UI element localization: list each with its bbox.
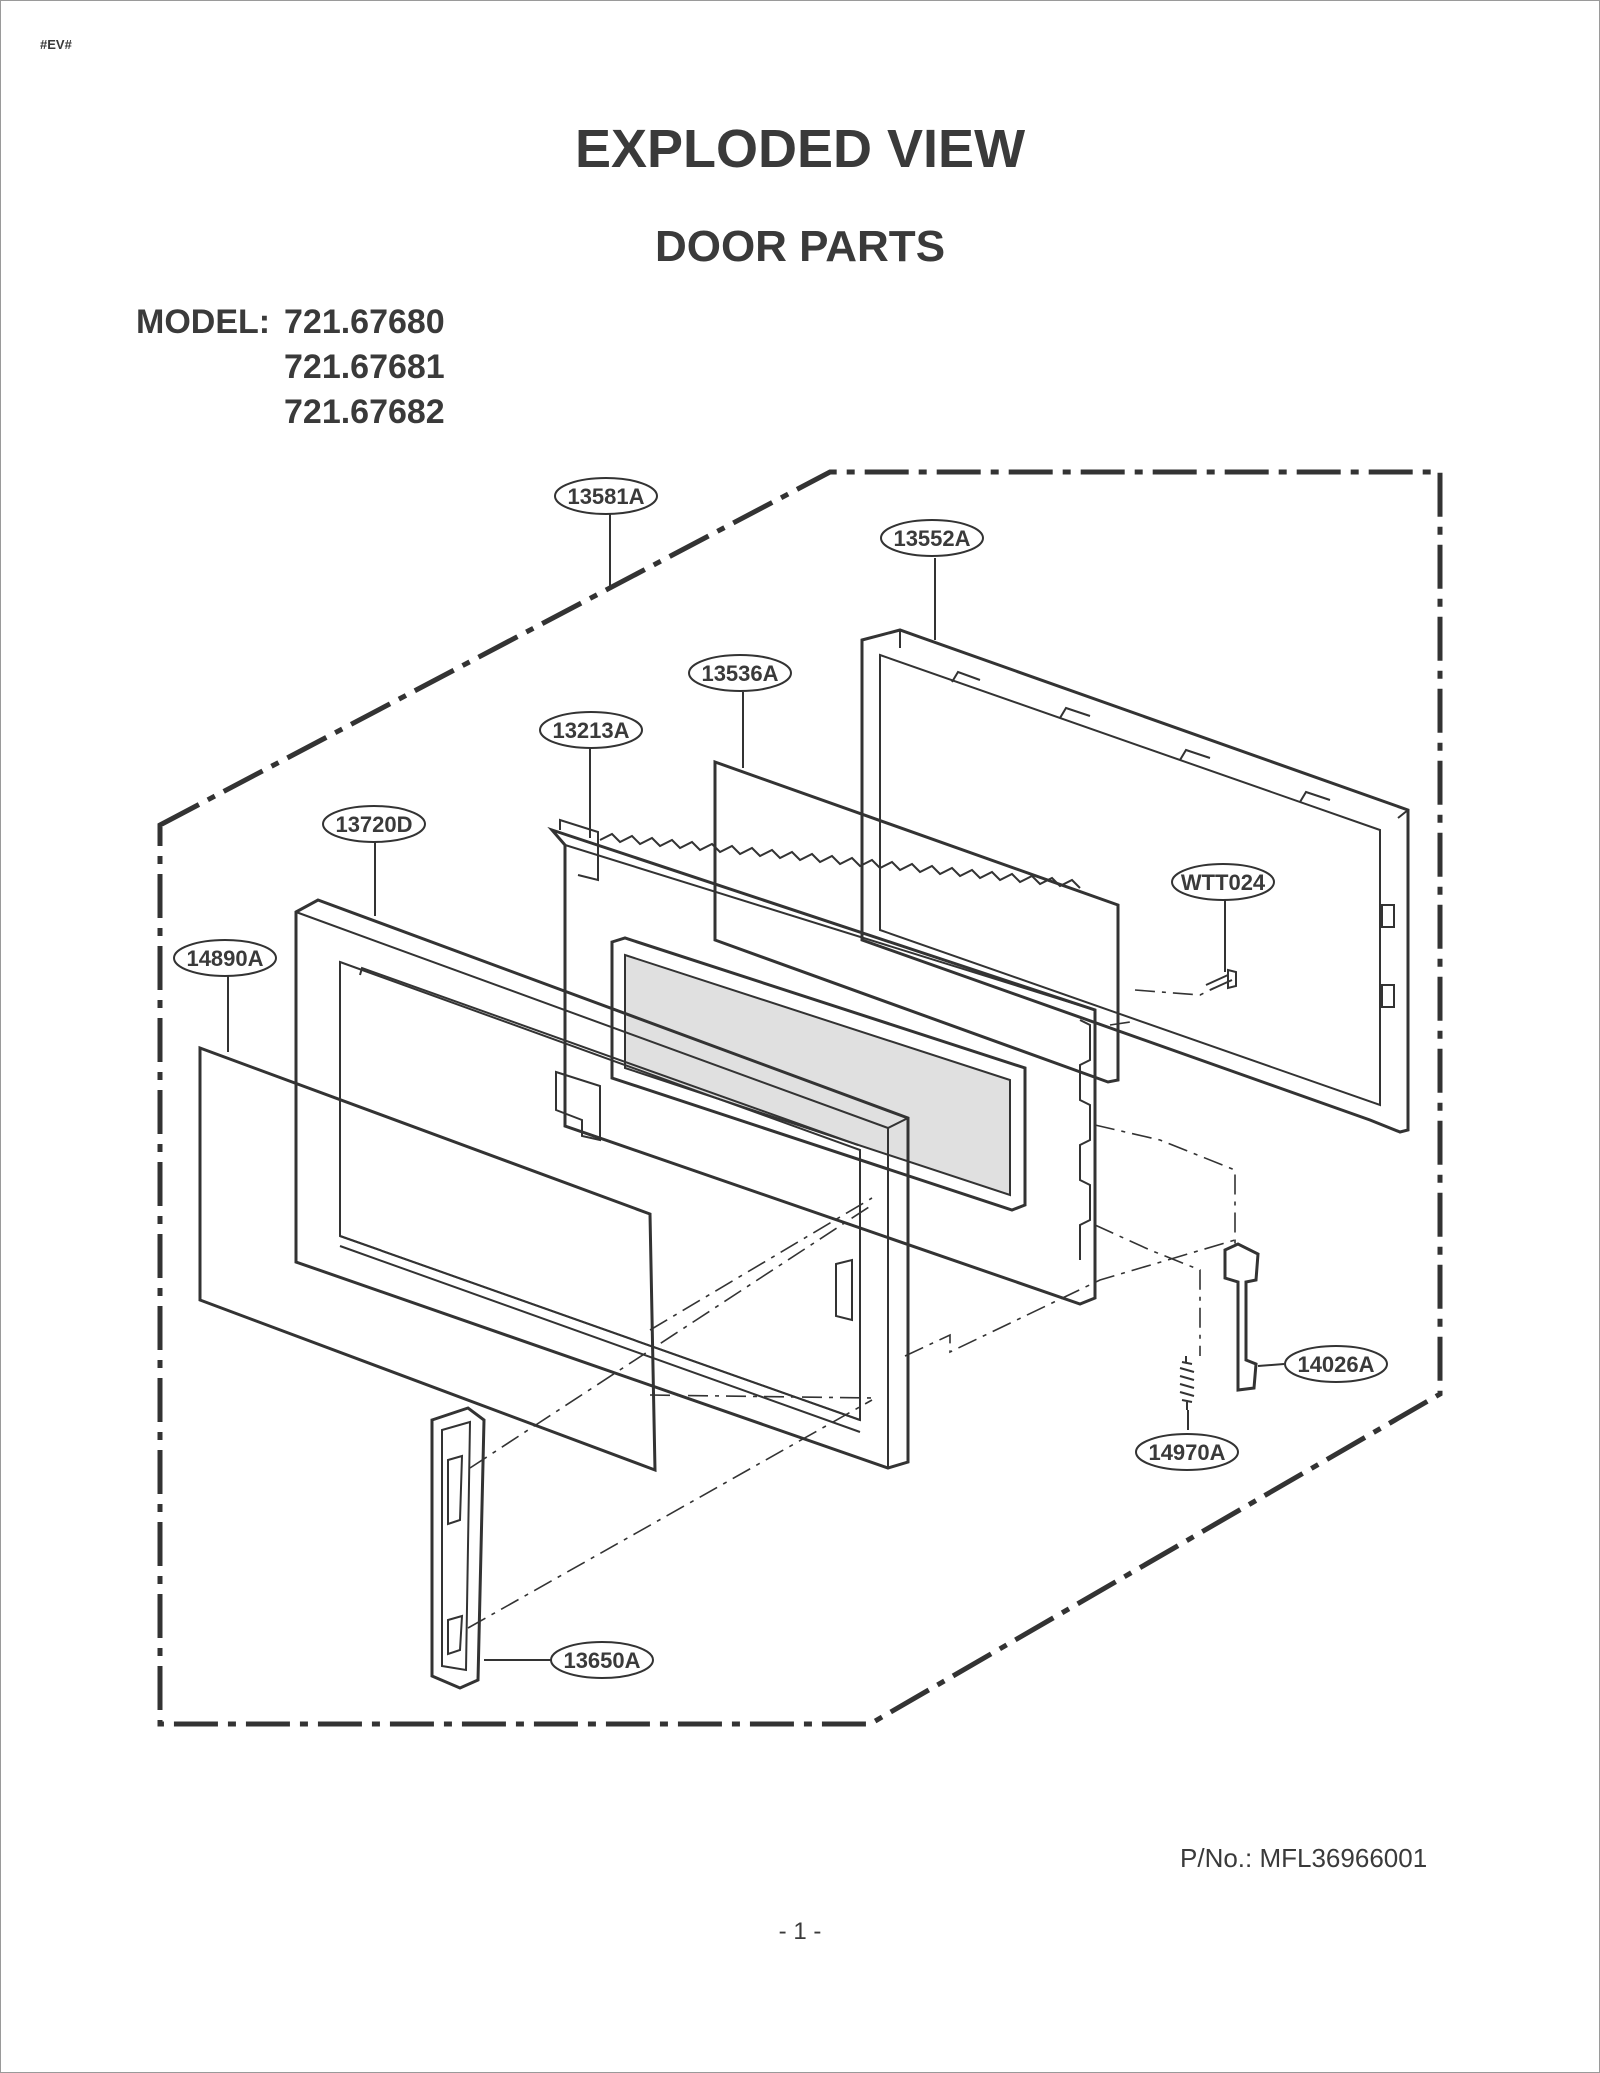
callout-label: WTT024 [1181, 870, 1266, 895]
callout-14890A: 14890A [173, 939, 277, 977]
callout-13552A: 13552A [880, 519, 984, 557]
callout-14970A: 14970A [1135, 1433, 1239, 1471]
part-number: P/No.: MFL36966001 [1180, 1843, 1428, 1873]
model-number: 721.67681 [284, 348, 445, 386]
callout-label: 13650A [563, 1648, 640, 1673]
assembly-guide-lines [467, 987, 1236, 1629]
model-number: 721.67680 [284, 303, 445, 341]
leader-lines [227, 510, 1285, 1661]
handle-part [430, 1406, 486, 1690]
model-number: 721.67682 [284, 393, 445, 431]
callout-label: 13536A [701, 661, 778, 686]
screw-part [1205, 968, 1237, 991]
model-row: 721.67682 [136, 390, 445, 435]
spring-part [1179, 1356, 1195, 1410]
callout-label: 14970A [1148, 1440, 1225, 1465]
callout-14026A: 14026A [1284, 1345, 1388, 1383]
page-subtitle: DOOR PARTS [654, 222, 946, 271]
callout-label: 13581A [567, 484, 644, 509]
model-label: MODEL: [136, 303, 271, 341]
model-list: MODEL: 721.67680 721.67681 721.67682 [136, 300, 445, 435]
outer-door-part [294, 898, 910, 1470]
choke-cover-part [713, 759, 1120, 1084]
model-row: MODEL: 721.67680 [136, 300, 445, 345]
assembly-boundary [157, 469, 1443, 1727]
callout-label: 14026A [1297, 1352, 1374, 1377]
callout-13536A: 13536A [688, 654, 792, 692]
callout-label: 13213A [552, 718, 629, 743]
callout-13581A: 13581A [554, 477, 658, 515]
callout-13650A: 13650A [550, 1641, 654, 1679]
callout-label: 13552A [893, 526, 970, 551]
callout-WTT024: WTT024 [1171, 863, 1275, 901]
rear-frame-part [860, 628, 1410, 1134]
model-row: 721.67681 [136, 345, 445, 390]
callout-label: 14890A [186, 946, 263, 971]
corner-tag: #EV# [40, 37, 72, 52]
latch-part [1223, 1242, 1260, 1392]
page-title: EXPLODED VIEW [574, 119, 1026, 179]
callout-label: 13720D [335, 812, 412, 837]
callout-13213A: 13213A [539, 711, 643, 749]
door-panel-part [198, 1045, 657, 1473]
page-number: - 1 - [778, 1918, 822, 1945]
door-frame-part [547, 818, 1097, 1306]
callout-13720D: 13720D [322, 805, 426, 843]
